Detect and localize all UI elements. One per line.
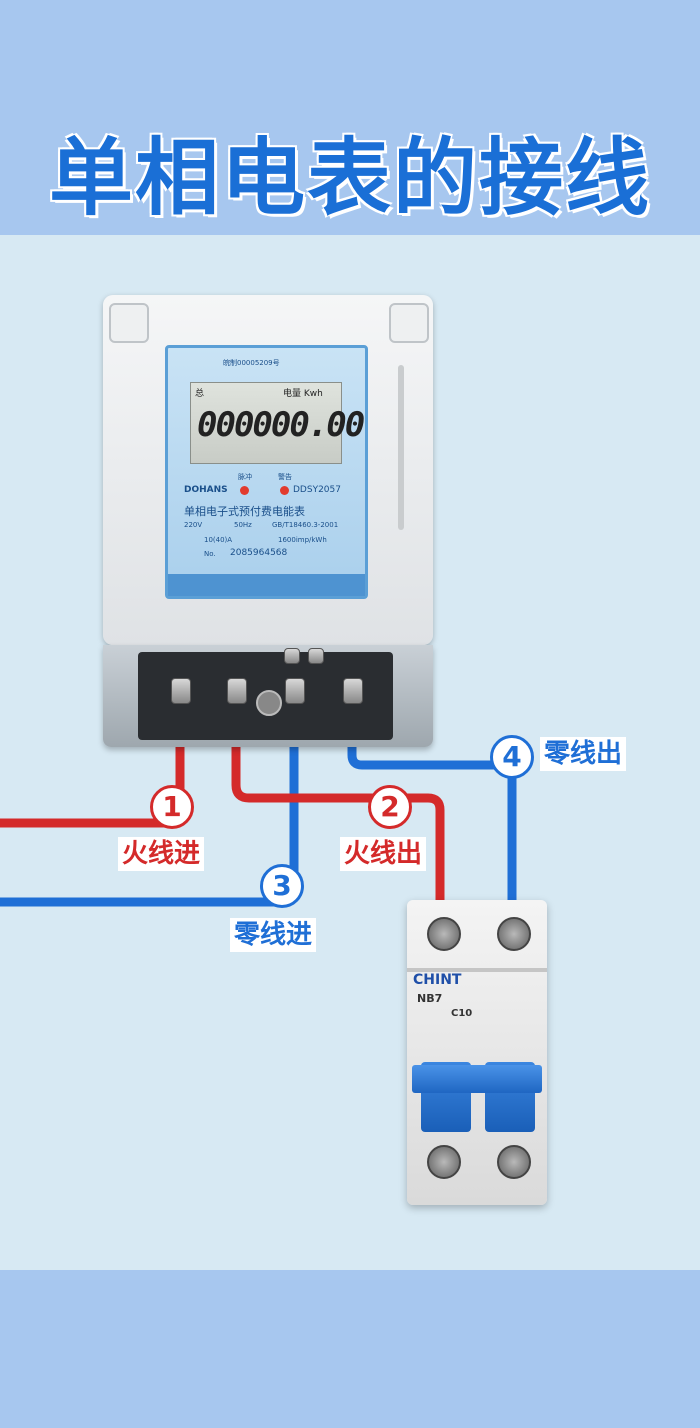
seal-screw-left <box>284 648 300 664</box>
alarm-label: 警告 <box>278 473 292 481</box>
terminal-screw-2 <box>227 678 247 704</box>
callout-4-label: 零线出 <box>540 737 627 771</box>
footer-band <box>0 1270 700 1428</box>
meter-name: 单相电子式预付费电能表 <box>184 505 305 518</box>
callout-2-badge: 2 <box>368 785 412 829</box>
meter-reading: 000000.00 <box>197 405 365 445</box>
lcd-total-label: 总 <box>195 389 205 399</box>
center-screw <box>256 690 282 716</box>
meter-constant: 1600imp/kWh <box>278 536 327 544</box>
breaker-divider <box>407 968 547 972</box>
card-slot <box>398 365 404 530</box>
callout-1-badge: 1 <box>150 785 194 829</box>
callout-3-badge: 3 <box>260 864 304 908</box>
terminal-block <box>138 648 393 740</box>
meter-serial: 2085964568 <box>230 548 288 558</box>
terminal-screw-3 <box>285 678 305 704</box>
callout-3-label: 零线进 <box>230 918 317 952</box>
seal-screw-right <box>308 648 324 664</box>
breaker-top-screw-1 <box>427 917 461 951</box>
breaker-top-screw-2 <box>497 917 531 951</box>
callout-4-badge: 4 <box>490 735 534 779</box>
live-out-wire <box>231 695 445 940</box>
meter-model: DDSY2057 <box>293 485 341 495</box>
serial-label: No. <box>204 550 216 558</box>
meter-faceplate: 皖制00005209号 总 电量 Kwh 000000.00 脉冲 警告 DOH… <box>165 345 368 599</box>
circuit-breaker: CHINT NB7 C10 <box>407 900 547 1205</box>
faceplate-footer <box>168 574 365 596</box>
meter-frequency: 50Hz <box>234 521 252 529</box>
breaker-brand: CHINT <box>413 972 462 988</box>
meter-current: 10(40)A <box>204 536 233 544</box>
mount-tab-left <box>109 303 149 343</box>
breaker-bottom-screw-2 <box>497 1145 531 1179</box>
alarm-led <box>280 486 289 495</box>
meter-standard: GB/T18460.3-2001 <box>272 521 339 529</box>
pulse-led <box>240 486 249 495</box>
terminal-screw-1 <box>171 678 191 704</box>
page-title: 单相电表的接线 <box>48 129 651 227</box>
meter-cert: 皖制00005209号 <box>223 359 280 367</box>
breaker-bottom-screw-1 <box>427 1145 461 1179</box>
mount-tab-right <box>389 303 429 343</box>
callout-1-label: 火线进 <box>118 837 205 871</box>
breaker-handle-bar[interactable] <box>412 1065 542 1093</box>
breaker-rating: C10 <box>451 1008 473 1019</box>
terminal-screw-4 <box>343 678 363 704</box>
meter-voltage: 220V <box>184 521 203 529</box>
header-band <box>0 0 700 235</box>
meter-brand: DOHANS <box>184 485 228 495</box>
breaker-model: NB7 <box>417 992 443 1005</box>
lcd-unit-label: 电量 Kwh <box>283 389 323 399</box>
callout-2-label: 火线出 <box>340 837 427 871</box>
lcd-display: 总 电量 Kwh 000000.00 <box>190 382 365 464</box>
pulse-label: 脉冲 <box>238 473 252 481</box>
